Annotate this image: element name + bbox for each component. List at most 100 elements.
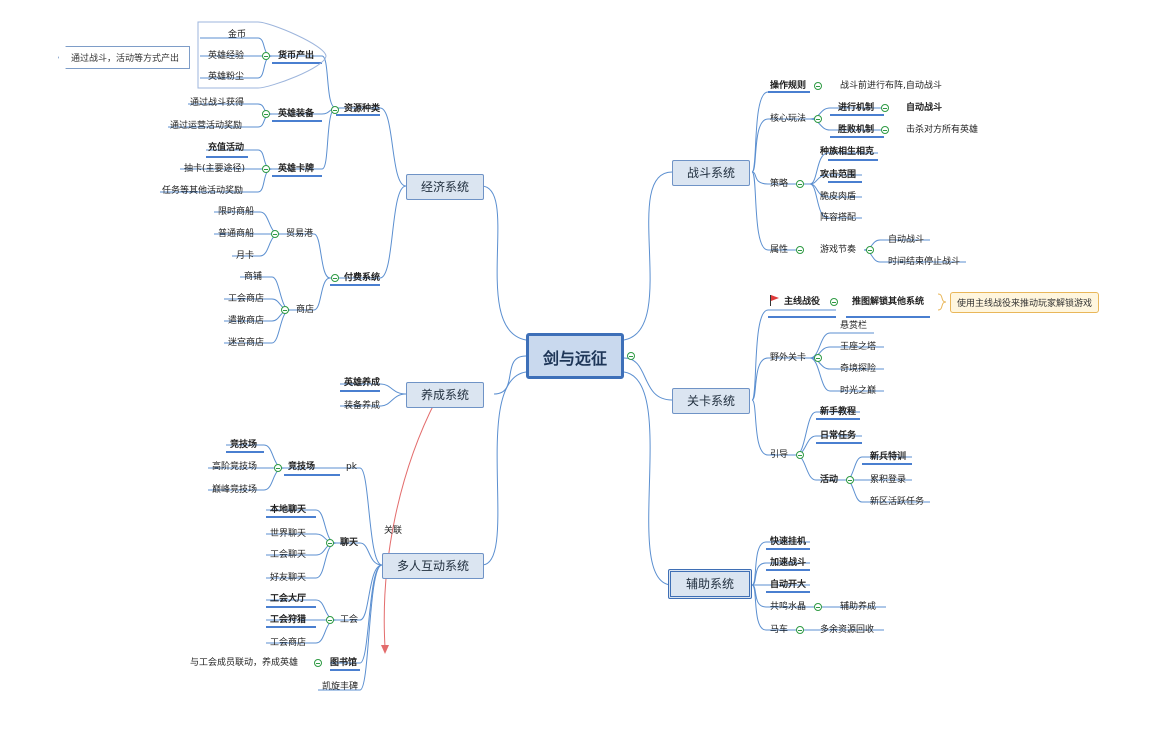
node-activity[interactable]: 活动 [820,475,839,485]
collapse-icon[interactable] [271,230,279,238]
node-cart-note[interactable]: 多余资源回收 [820,625,875,635]
node-limited-ship[interactable]: 限时商船 [218,207,255,217]
node-pk[interactable]: pk [346,462,357,472]
collapse-icon[interactable] [326,616,334,624]
collapse-icon[interactable] [814,115,822,123]
collapse-icon[interactable] [846,476,854,484]
collapse-icon[interactable] [796,451,804,459]
topic-battle[interactable]: 战斗系统 [672,160,750,186]
node-strategy[interactable]: 策略 [770,179,789,189]
node-library[interactable]: 图书馆 [330,658,358,668]
node-store[interactable]: 商铺 [244,272,263,282]
node-hero-growth[interactable]: 英雄养成 [344,378,381,388]
collapse-icon[interactable] [881,104,889,112]
collapse-icon[interactable] [281,306,289,314]
node-guild-chat[interactable]: 工会聊天 [270,550,307,560]
node-library-note[interactable]: 与工会成员联动，养成英雄 [190,658,299,668]
node-wild[interactable]: 野外关卡 [770,353,807,363]
node-hero-dust[interactable]: 英雄粉尘 [208,72,245,82]
node-tasks[interactable]: 任务等其他活动奖励 [162,186,244,196]
node-login[interactable]: 累积登录 [870,475,907,485]
node-lineup[interactable]: 阵容搭配 [820,213,857,223]
node-friend-chat[interactable]: 好友聊天 [270,573,307,583]
node-hero-exp[interactable]: 英雄经验 [208,51,245,61]
node-guild-hall[interactable]: 工会大厅 [270,594,307,604]
node-tower[interactable]: 王座之塔 [840,342,877,352]
node-bounty[interactable]: 悬赏栏 [840,321,868,331]
node-equip-battle[interactable]: 通过战斗获得 [190,98,245,108]
node-guild-shop[interactable]: 工会商店 [228,294,265,304]
topic-growth[interactable]: 养成系统 [406,382,484,408]
node-recharge[interactable]: 充值活动 [208,143,245,153]
node-tank[interactable]: 脆皮肉盾 [820,192,857,202]
node-monument[interactable]: 凯旋丰碑 [322,682,359,692]
node-main-campaign[interactable]: 主线战役 [784,297,821,307]
collapse-icon[interactable] [866,246,874,254]
collapse-icon[interactable] [274,464,282,472]
topic-multiplayer[interactable]: 多人互动系统 [382,553,484,579]
collapse-icon[interactable] [814,603,822,611]
node-arena-group[interactable]: 竞技场 [288,462,316,472]
node-resource[interactable]: 资源种类 [344,104,381,114]
collapse-icon[interactable] [881,126,889,134]
node-pay[interactable]: 付费系统 [344,273,381,283]
node-high-arena[interactable]: 高阶竞技场 [212,462,258,472]
node-win-rule[interactable]: 胜败机制 [838,125,875,135]
node-crystal[interactable]: 共鸣水晶 [770,602,807,612]
collapse-icon[interactable] [314,659,322,667]
collapse-icon[interactable] [326,539,334,547]
topic-levels[interactable]: 关卡系统 [672,388,750,414]
collapse-icon[interactable] [262,110,270,118]
node-time-peak[interactable]: 时光之巅 [840,386,877,396]
collapse-icon[interactable] [796,626,804,634]
note-currency[interactable]: 通过战斗，活动等方式产出 [58,46,191,69]
node-auto-ult[interactable]: 自动开大 [770,580,807,590]
topic-aux[interactable]: 辅助系统 [668,569,752,599]
node-quick-idle[interactable]: 快速挂机 [770,537,807,547]
node-cart[interactable]: 马车 [770,625,789,635]
collapse-icon[interactable] [627,352,635,360]
node-monthly-card[interactable]: 月卡 [236,251,255,261]
node-mechanism[interactable]: 进行机制 [838,103,875,113]
node-dismiss-shop[interactable]: 遣散商店 [228,316,265,326]
node-speed-battle[interactable]: 加速战斗 [770,558,807,568]
node-equip-event[interactable]: 通过运营活动奖励 [170,121,243,131]
node-world-chat[interactable]: 世界聊天 [270,529,307,539]
node-maze-shop[interactable]: 迷宫商店 [228,338,265,348]
note-main-campaign[interactable]: 使用主线战役来推动玩家解锁游戏 [950,292,1100,313]
node-adventure[interactable]: 奇境探险 [840,364,877,374]
node-gold[interactable]: 金币 [228,30,247,40]
node-equipment[interactable]: 英雄装备 [278,109,315,119]
node-shop[interactable]: 商店 [296,305,315,315]
node-equip-growth[interactable]: 装备养成 [344,401,381,411]
node-tutorial[interactable]: 新手教程 [820,407,857,417]
node-rhythm-auto[interactable]: 自动战斗 [888,235,925,245]
collapse-icon[interactable] [331,106,339,114]
node-win-note[interactable]: 击杀对方所有英雄 [906,125,979,135]
relation-label[interactable]: 关联 [384,526,403,536]
node-auto-battle[interactable]: 自动战斗 [906,103,943,113]
node-rhythm[interactable]: 游戏节奏 [820,245,857,255]
node-range[interactable]: 攻击范围 [820,170,857,180]
node-guide[interactable]: 引导 [770,450,789,460]
collapse-icon[interactable] [262,52,270,60]
node-race[interactable]: 种族相生相克 [820,147,875,157]
node-guild-store[interactable]: 工会商店 [270,638,307,648]
node-peak-arena[interactable]: 巅峰竞技场 [212,485,258,495]
collapse-icon[interactable] [796,180,804,188]
collapse-icon[interactable] [262,165,270,173]
collapse-icon[interactable] [331,274,339,282]
node-local-chat[interactable]: 本地聊天 [270,505,307,515]
node-gacha[interactable]: 抽卡(主要途径) [184,164,246,174]
collapse-icon[interactable] [814,354,822,362]
node-core[interactable]: 核心玩法 [770,114,807,124]
collapse-icon[interactable] [796,246,804,254]
node-attr[interactable]: 属性 [770,245,789,255]
node-crystal-note[interactable]: 辅助养成 [840,602,877,612]
central-topic[interactable]: 剑与远征 [526,333,624,379]
node-ops[interactable]: 操作规则 [770,81,807,91]
node-recruit[interactable]: 新兵特训 [870,452,907,462]
node-trade[interactable]: 贸易港 [286,229,314,239]
topic-economy[interactable]: 经济系统 [406,174,484,200]
node-guild-hunt[interactable]: 工会狩猎 [270,615,307,625]
